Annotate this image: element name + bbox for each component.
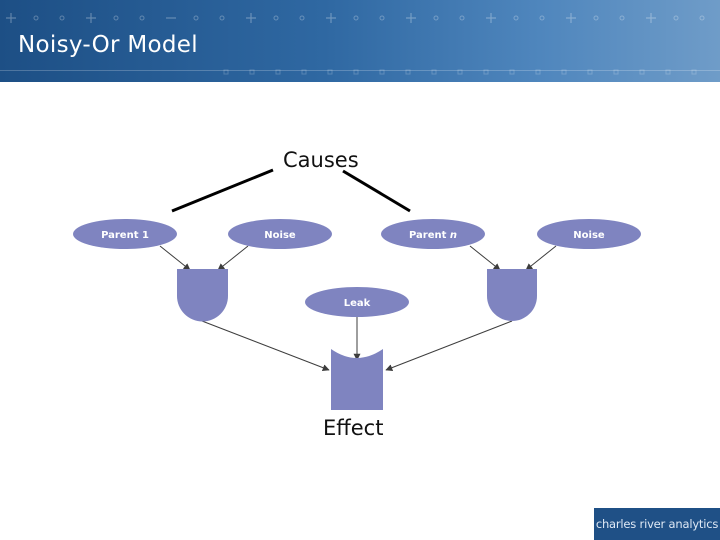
node-leak-label: Leak (344, 298, 371, 309)
header-decorative-pattern (0, 13, 720, 75)
causes-bracket-left (171, 168, 274, 213)
company-logo: charles river analytics (594, 508, 720, 540)
edge-parent1-to-or1 (159, 245, 191, 271)
node-parent-n-prefix: Parent (409, 230, 450, 241)
edge-or1-to-effect (201, 320, 330, 371)
node-noise-2 (537, 219, 641, 249)
edge-or2-to-effect (385, 320, 513, 371)
node-noise-1 (228, 219, 332, 249)
edge-noise1-to-or1 (217, 245, 249, 271)
edge-noise2-to-or2 (525, 245, 557, 271)
node-effect (331, 349, 383, 410)
header-banner: Noisy-Or Model (0, 0, 720, 82)
or-gate-2 (487, 269, 537, 321)
node-noise-1-label: Noise (264, 230, 296, 241)
noisy-or-diagram: Parent 1 Noise Parent n Noise Leak (73, 168, 641, 410)
node-parent-1-label: Parent 1 (101, 230, 149, 241)
node-parent-n-label: Parent n (409, 230, 457, 241)
node-noise-2-label: Noise (573, 230, 605, 241)
node-parent-n-var: n (450, 230, 457, 241)
node-parent-1 (73, 219, 177, 249)
node-leak (305, 287, 409, 317)
node-parent-n (381, 219, 485, 249)
effect-label: Effect (323, 416, 384, 440)
or-gate-1 (177, 269, 228, 322)
causes-label: Causes (283, 148, 359, 172)
causes-bracket-right (342, 169, 411, 213)
edge-parentn-to-or2 (469, 245, 501, 271)
company-logo-text: charles river analytics (595, 517, 719, 531)
page-title: Noisy-Or Model (18, 32, 198, 58)
